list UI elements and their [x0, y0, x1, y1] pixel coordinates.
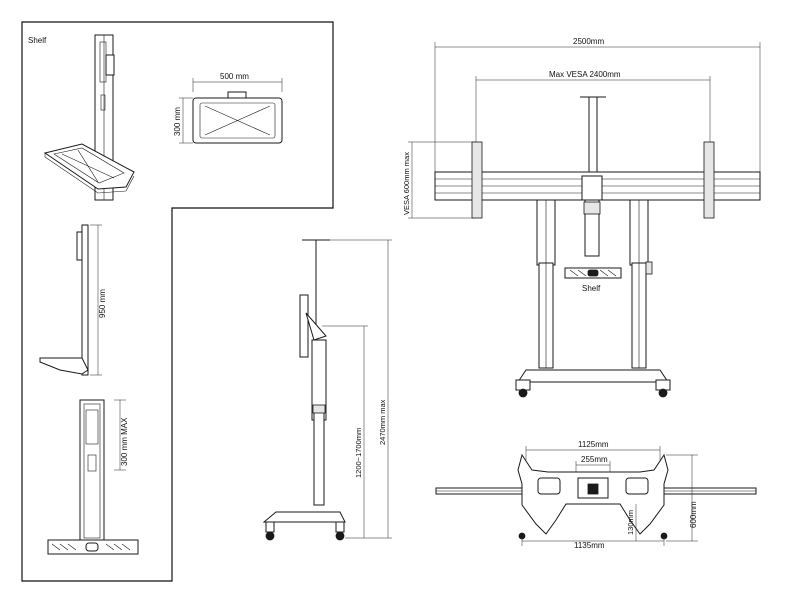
shelf-side-view: 950 mm — [39, 224, 107, 376]
shelf-callout-label: Shelf — [582, 284, 601, 293]
base-span-label: 1125mm — [578, 440, 609, 449]
shelf-front-view: 300 mm MAX — [47, 399, 139, 555]
shelf-adjust-label: 300 mm MAX — [120, 417, 129, 466]
base-top-view: 1125mm 255mm 1135mm 600mm 130mm — [435, 440, 757, 550]
shelf-height-label: 950 mm — [98, 289, 107, 318]
total-height-label: 2470mm max — [378, 399, 387, 445]
vesa-height-label: VESA 600mm max — [402, 152, 411, 215]
height-range-label: 1200~1700mm — [354, 428, 363, 478]
stand-side-view: 2470mm max 1200~1700mm — [262, 239, 392, 541]
shelf-detail-frame — [21, 21, 334, 582]
shelf-width-label: 500 mm — [220, 72, 249, 81]
base-offset-label: 130mm — [626, 510, 635, 535]
base-center-label: 255mm — [581, 455, 608, 464]
base-depth-label: 600mm — [689, 501, 698, 528]
shelf-top-view: 500 mm 300 mm — [173, 72, 283, 144]
max-vesa-label: Max VESA 2400mm — [549, 70, 621, 79]
shelf-panel-title: Shelf — [28, 36, 47, 45]
base-width-label: 1135mm — [574, 541, 605, 550]
overall-width-label: 2500mm — [573, 37, 604, 46]
stand-front-view: 2500mm Max VESA 2400mm VESA 600mm max — [402, 37, 761, 398]
shelf-depth-label: 300 mm — [173, 107, 182, 136]
shelf-isometric-view — [43, 34, 135, 201]
